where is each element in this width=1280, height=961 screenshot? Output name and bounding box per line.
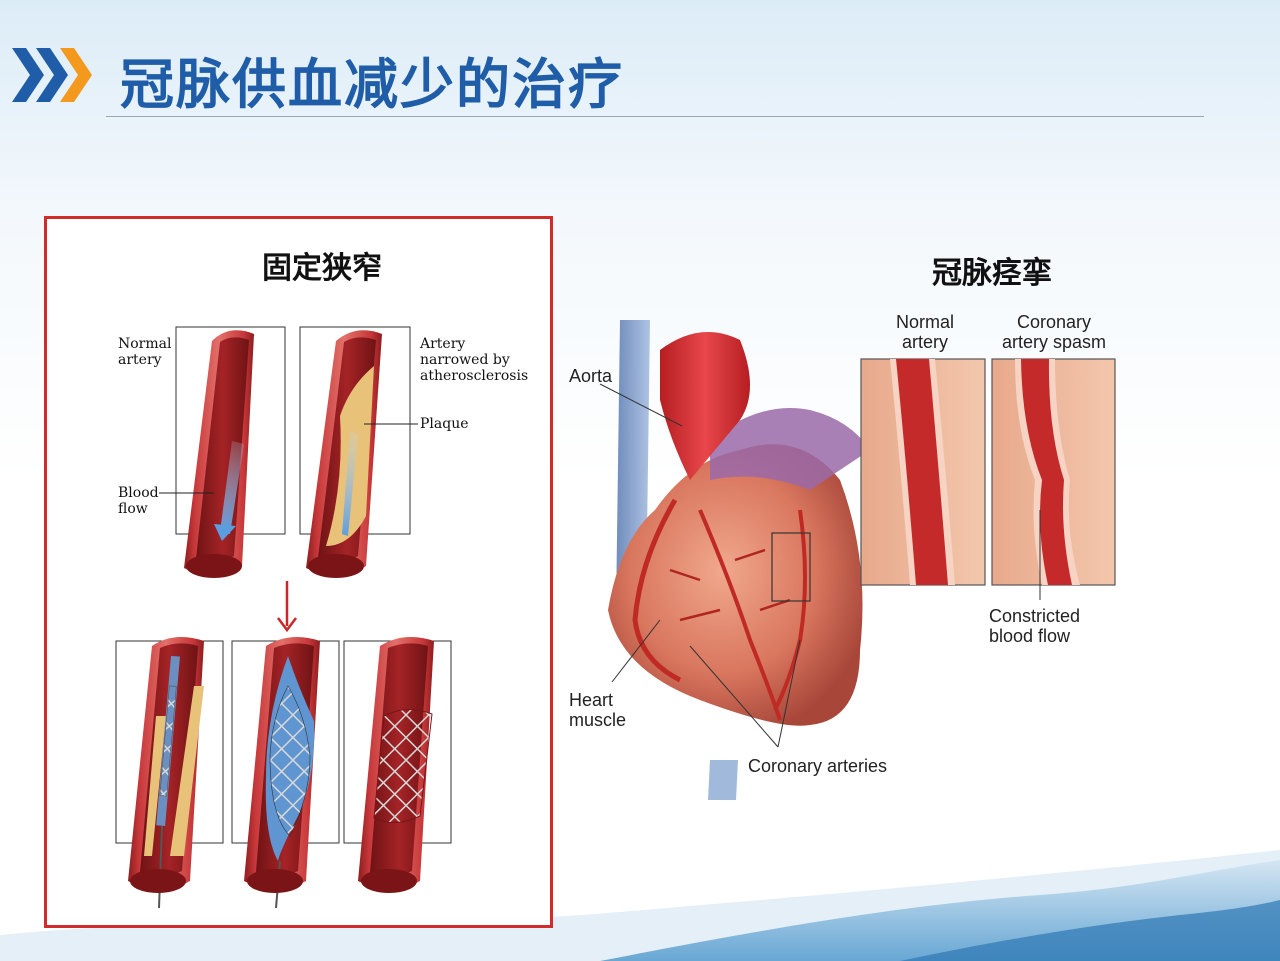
fixed-stenosis-heading: 固定狭窄 [262, 251, 382, 286]
stent-procedure-illustration [115, 326, 452, 909]
normal-artery-closeup-label: Normal artery [895, 312, 954, 352]
catheter-insertion-drawing [128, 637, 204, 909]
normal-artery-closeup [860, 358, 986, 586]
aorta-label: Aorta [569, 366, 613, 386]
spasm-artery-closeup [991, 358, 1116, 586]
deployed-stent-drawing [358, 637, 434, 893]
artery-narrowed-label: Artery narrowed by atherosclerosis [420, 336, 529, 384]
heart-muscle-label: Heart muscle [569, 690, 627, 730]
slide-title: 冠脉供血减少的治疗 [120, 53, 624, 116]
coronary-spasm-closeup-label: Coronary artery spasm [1001, 312, 1107, 352]
plaque-label: Plaque [420, 416, 469, 432]
normal-artery-label: Normal artery [118, 336, 172, 368]
coronary-arteries-label: Coronary arteries [748, 756, 888, 776]
heart-anatomy-illustration [599, 320, 1116, 800]
down-arrow-icon [277, 581, 297, 633]
narrowed-artery-drawing [306, 330, 382, 578]
constricted-flow-label: Constricted blood flow [989, 606, 1081, 646]
spasm-region-marker [771, 532, 811, 602]
coronary-spasm-heading: 冠脉痉挛 [932, 256, 1052, 291]
normal-artery-drawing [184, 330, 254, 578]
title-divider [106, 116, 1204, 117]
balloon-inflation-drawing [244, 637, 320, 909]
blood-flow-label: Blood flow [118, 485, 159, 517]
chevron-arrows-icon [12, 48, 92, 102]
